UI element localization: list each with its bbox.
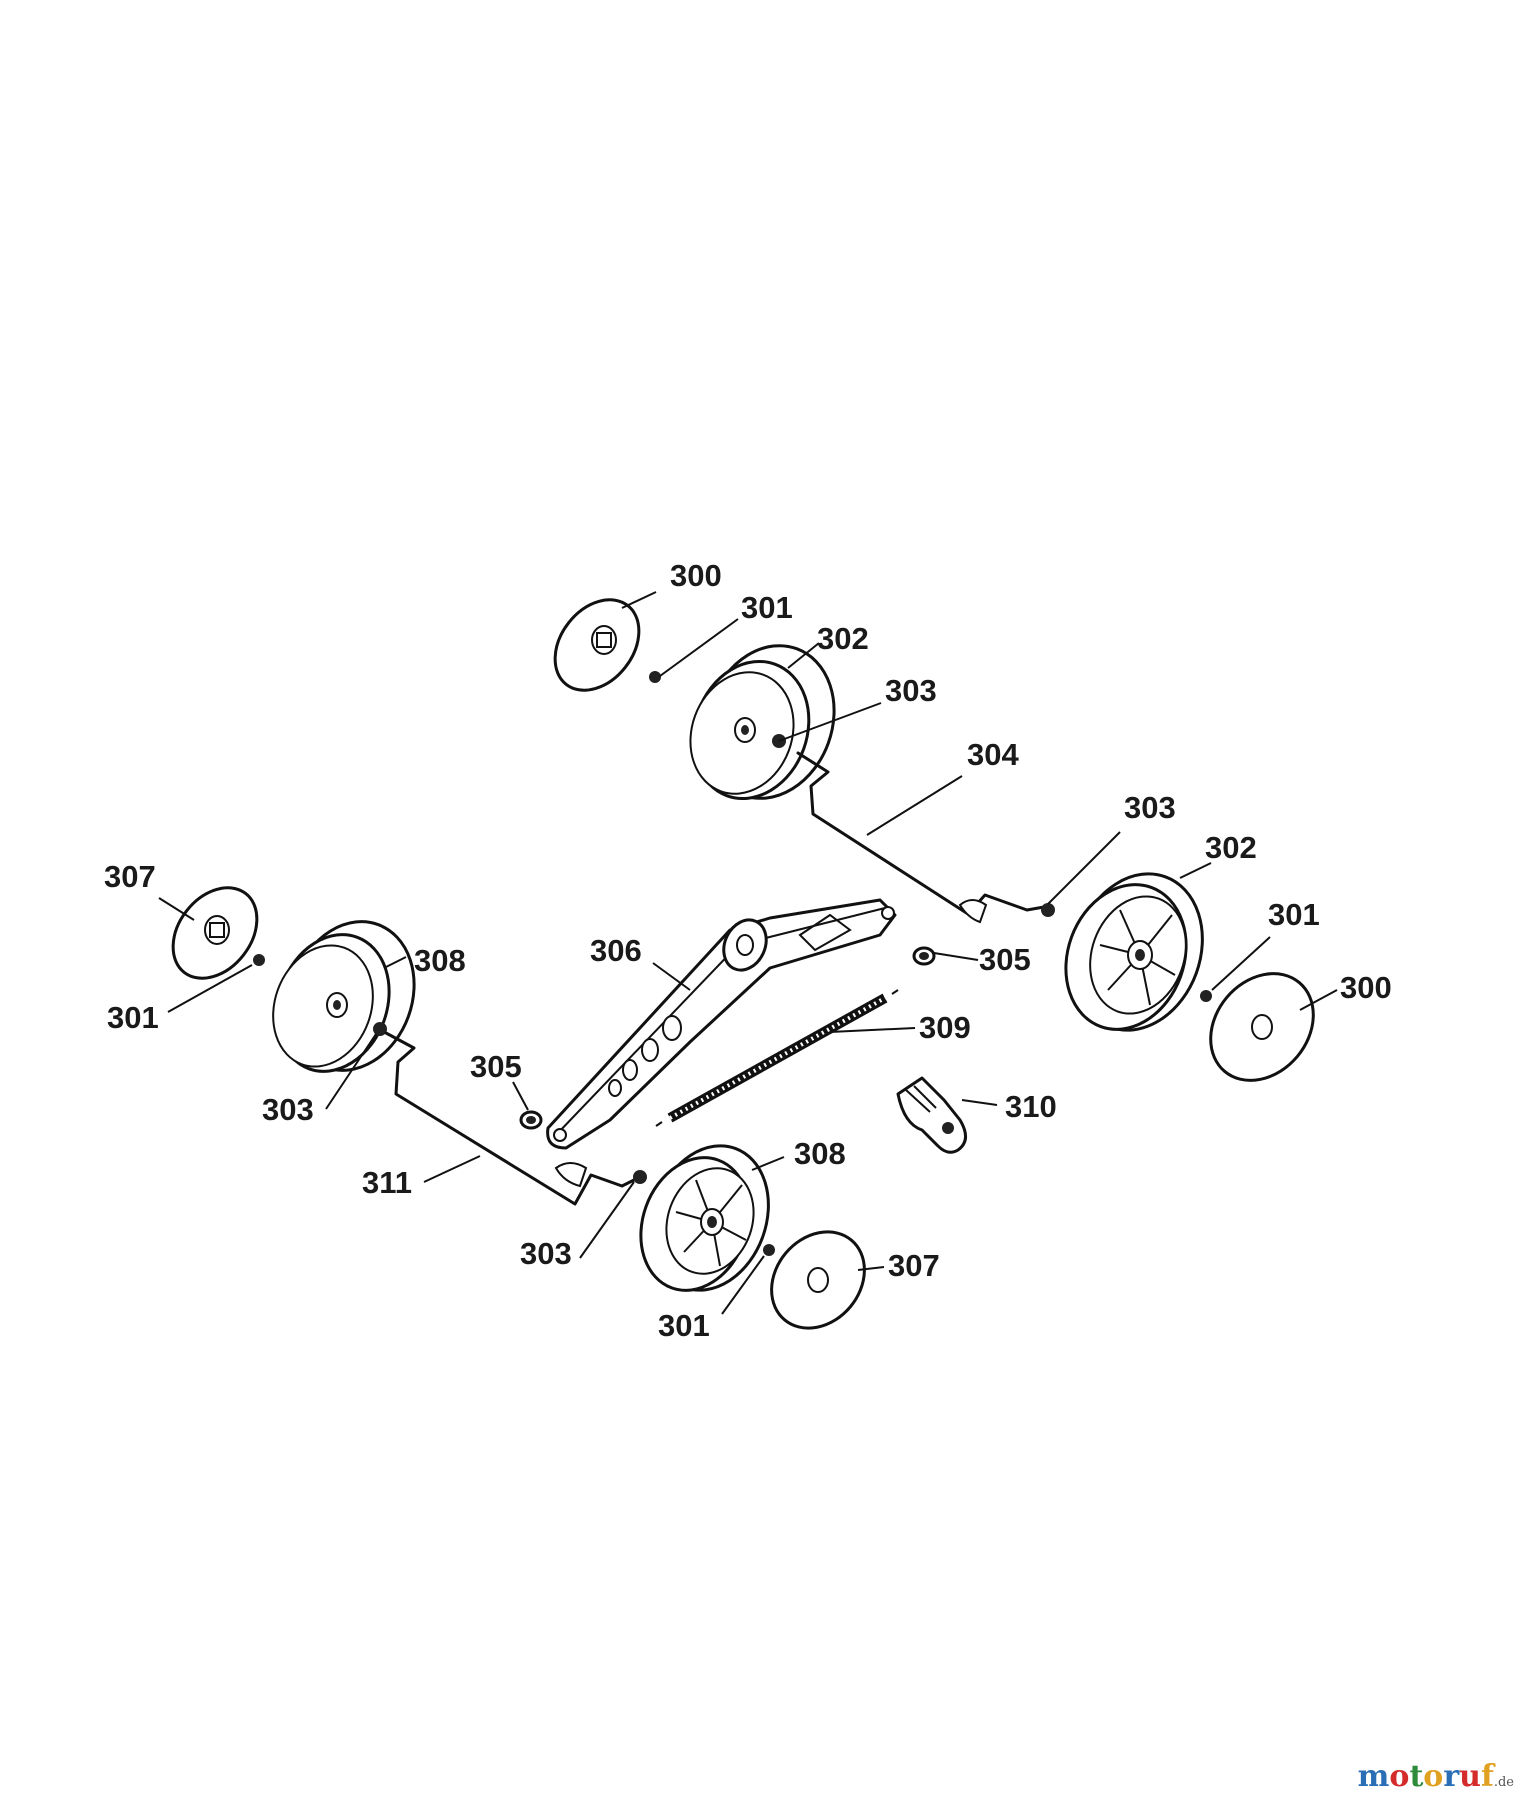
label-301-top: 301 — [741, 590, 793, 625]
label-305-right: 305 — [979, 942, 1031, 977]
label-303-left: 303 — [262, 1092, 314, 1127]
hub-cap-307-left — [171, 886, 259, 980]
spring-309 — [655, 989, 899, 1127]
watermark-letter: u — [1459, 1759, 1481, 1794]
hub-cap-300-top — [553, 598, 641, 692]
hub-cap-300-right — [1209, 972, 1315, 1082]
label-300-right: 300 — [1340, 970, 1392, 1005]
label-306: 306 — [590, 933, 642, 968]
label-302-top: 302 — [817, 621, 869, 656]
label-305-left: 305 — [470, 1049, 522, 1084]
label-307-left: 307 — [104, 859, 156, 894]
wheel-308-bottom — [639, 1144, 770, 1292]
watermark-tld: .de — [1493, 1775, 1514, 1790]
label-301-right: 301 — [1268, 897, 1320, 932]
label-303-right: 303 — [1124, 790, 1176, 825]
axle-311 — [384, 1031, 636, 1206]
watermark-letter: r — [1443, 1759, 1460, 1794]
washer-301-top — [649, 671, 661, 683]
washer-301-right — [1200, 990, 1212, 1002]
label-304: 304 — [967, 737, 1019, 772]
label-300-top: 300 — [670, 558, 722, 593]
axle-304 — [796, 751, 1046, 916]
nut-303-right — [1041, 903, 1055, 917]
label-309: 309 — [919, 1010, 971, 1045]
wheel-308-left — [272, 920, 416, 1073]
label-303-top: 303 — [885, 673, 937, 708]
watermark-letter: m — [1357, 1759, 1390, 1794]
hub-cap-307-bottom — [770, 1230, 866, 1330]
nut-303-bottom — [633, 1170, 647, 1184]
label-308-left: 308 — [414, 943, 466, 978]
wheel-302-top — [689, 644, 836, 801]
label-302-right: 302 — [1205, 830, 1257, 865]
adjustment-knob-310 — [896, 1076, 967, 1154]
washer-301-left — [253, 954, 265, 966]
wheel-302-right — [1064, 872, 1204, 1032]
bushing-305-right — [912, 946, 936, 966]
label-303-bottom: 303 — [520, 1236, 572, 1271]
leader-lines — [158, 591, 1338, 1315]
washer-301-bottom — [763, 1244, 775, 1256]
label-311: 311 — [362, 1165, 412, 1200]
watermark-letter: f — [1480, 1759, 1494, 1794]
watermark-wordmark: motoruf — [1358, 1759, 1494, 1794]
label-307-bottom: 307 — [888, 1248, 940, 1283]
label-301-left: 301 — [107, 1000, 159, 1035]
watermark-letter: t — [1409, 1759, 1424, 1794]
label-301-bottom: 301 — [658, 1308, 710, 1343]
bushing-305-left — [519, 1110, 543, 1130]
watermark-letter: o — [1423, 1759, 1444, 1794]
label-308-bottom: 308 — [794, 1136, 846, 1171]
watermark-letter: o — [1389, 1759, 1410, 1794]
nut-303-left — [373, 1022, 387, 1036]
height-lever-306 — [546, 898, 897, 1150]
brand-watermark: motoruf.de — [1358, 1759, 1514, 1794]
label-310: 310 — [1005, 1089, 1057, 1124]
